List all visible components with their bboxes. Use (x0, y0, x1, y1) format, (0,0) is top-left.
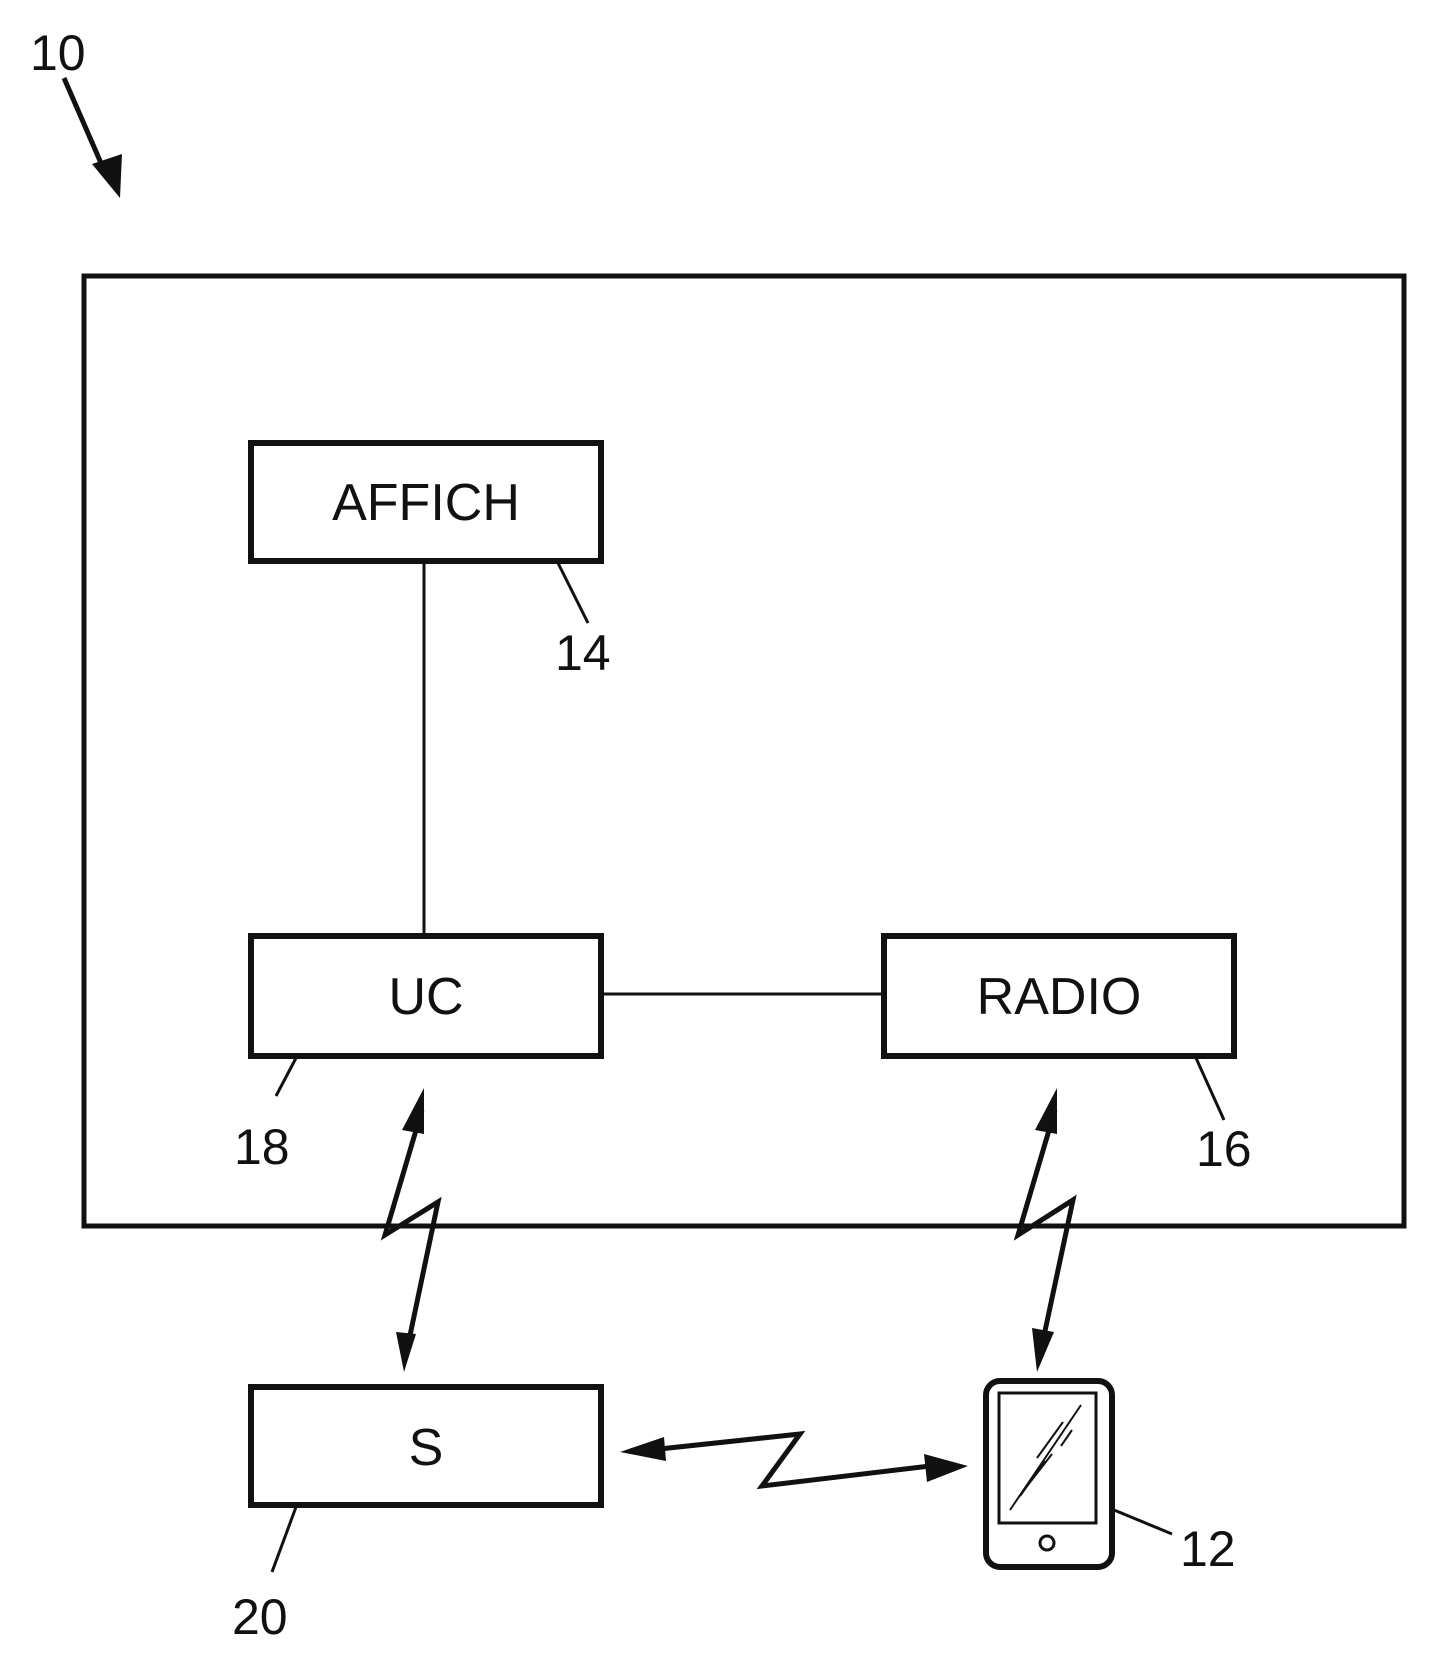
display-reference-label: 14 (555, 625, 611, 681)
display-block-label: AFFICH (332, 474, 520, 532)
radio-block[interactable]: RADIO (881, 933, 1237, 1059)
device-reference-leader (1113, 1508, 1173, 1536)
figure-reference-arrow (61, 77, 122, 198)
control-unit-block-label: UC (388, 968, 463, 1026)
radio-device-wireless-link (1013, 1088, 1077, 1372)
device-reference-label: 12 (1180, 1521, 1236, 1577)
arrowhead-left-icon (620, 1437, 666, 1461)
arrowhead-up-icon (402, 1088, 424, 1134)
control-unit-reference-label: 18 (234, 1119, 290, 1175)
arrowhead-down-icon (396, 1332, 416, 1372)
arrowhead-down-icon (1032, 1328, 1054, 1372)
screen-glare-icon (1009, 1404, 1082, 1511)
cu-server-wireless-link (380, 1088, 442, 1372)
figure-reference-label: 10 (30, 25, 86, 81)
control-unit-block[interactable]: UC (248, 933, 604, 1059)
server-reference-leader (270, 1506, 298, 1573)
display-reference-leader (556, 562, 590, 624)
arrowhead-up-icon (1035, 1088, 1057, 1134)
smartphone-icon[interactable] (983, 1378, 1115, 1570)
device-enclosure (81, 273, 1407, 1229)
server-device-wireless-link (620, 1430, 968, 1490)
radio-block-label: RADIO (977, 968, 1142, 1026)
radio-reference-leader (1194, 1057, 1226, 1121)
server-block-label: S (409, 1419, 444, 1477)
display-block[interactable]: AFFICH (248, 440, 604, 564)
radio-reference-label: 16 (1196, 1121, 1252, 1177)
control-unit-reference-leader (274, 1057, 298, 1097)
server-block[interactable]: S (248, 1384, 604, 1508)
server-reference-label: 20 (232, 1589, 288, 1645)
arrowhead-right-icon (924, 1454, 968, 1482)
